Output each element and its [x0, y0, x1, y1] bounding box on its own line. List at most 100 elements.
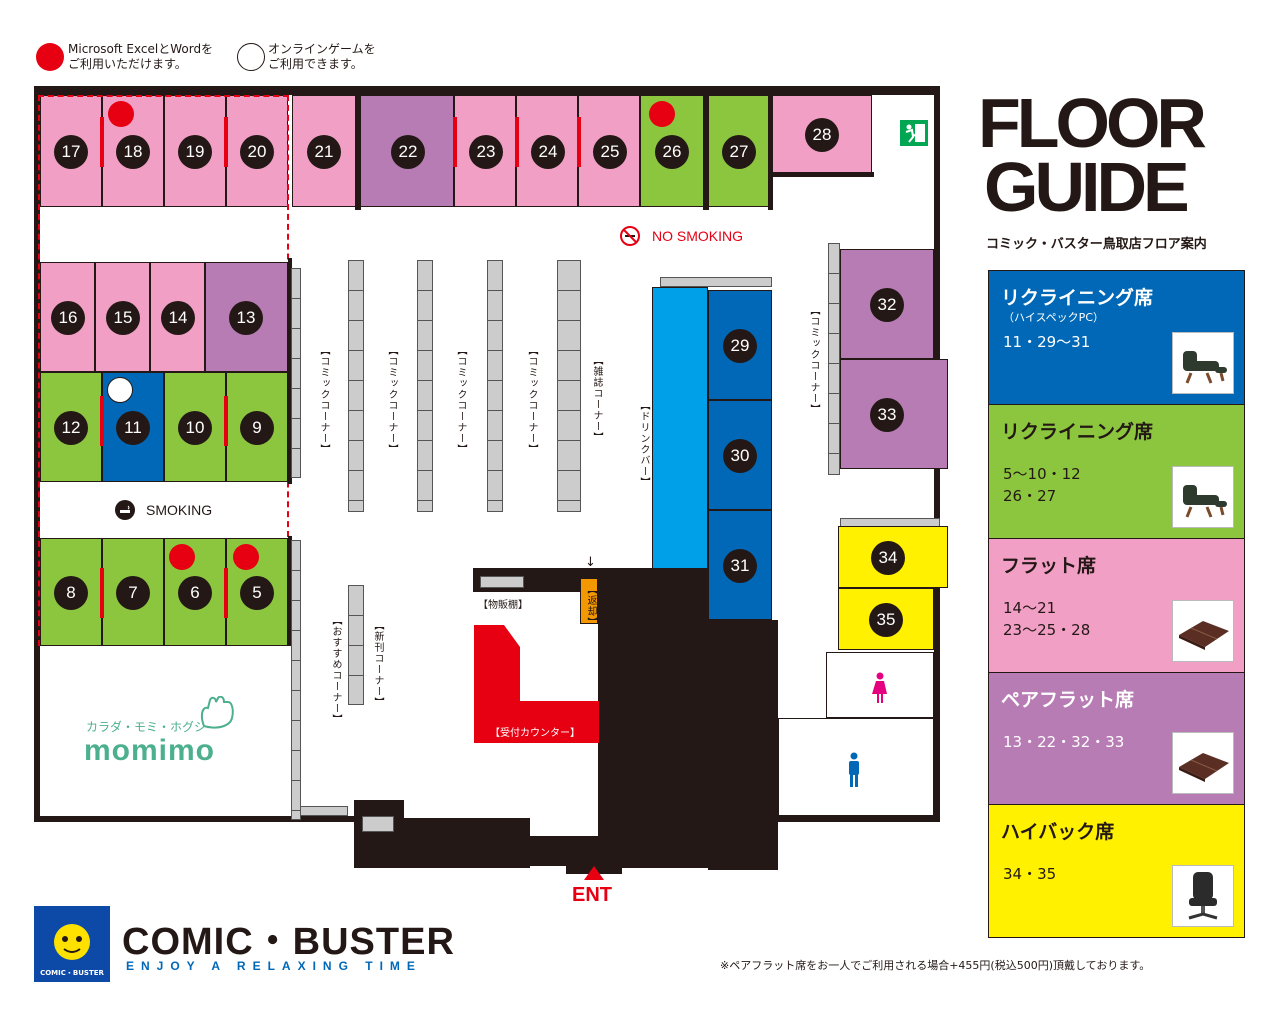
room-19[interactable]: 19 — [164, 95, 226, 207]
room-30[interactable]: 30 — [708, 400, 772, 510]
recommend-shelf — [348, 585, 364, 705]
room-15-number: 15 — [106, 301, 140, 335]
room-13-number: 13 — [229, 301, 263, 335]
room-20-number: 20 — [240, 135, 274, 169]
room-24[interactable]: 24 — [516, 95, 578, 207]
outer-wall-left — [34, 86, 40, 822]
office-pc-dot-18 — [108, 101, 134, 127]
return-box[interactable] — [580, 578, 598, 624]
room-27[interactable]: 27 — [708, 95, 770, 207]
shelf-left-wall-2 — [291, 540, 301, 820]
comic-corner-label-2: 【コミックコーナー】 — [386, 345, 397, 455]
wall-26-27 — [703, 95, 709, 210]
room-10[interactable]: 10 — [164, 372, 226, 482]
room-18-number: 18 — [116, 135, 150, 169]
brand-logo-text: COMIC・BUSTER — [40, 969, 104, 977]
room-31-number: 31 — [723, 549, 757, 583]
legend-white-dot — [237, 43, 265, 71]
legend-red-text: Microsoft ExcelとWordを ご利用いただけます。 — [68, 42, 213, 72]
recliner-chair-icon — [1172, 466, 1234, 528]
rental-shelf — [300, 806, 348, 816]
room-15[interactable]: 15 — [95, 262, 150, 372]
room-31[interactable]: 31 — [708, 510, 772, 620]
brand-name: COMIC・BUSTER — [122, 921, 455, 963]
outer-wall-top — [34, 86, 940, 95]
office-pc-dot-6 — [169, 544, 195, 570]
pair-divider-19-20 — [224, 117, 228, 167]
room-30-number: 30 — [723, 439, 757, 473]
room-17[interactable]: 17 — [40, 95, 102, 207]
room-9[interactable]: 9 — [226, 372, 288, 482]
womens-toilet-icon — [872, 672, 888, 708]
room-29[interactable]: 29 — [708, 290, 772, 400]
comic-corner-label-4: 【コミックコーナー】 — [526, 345, 537, 455]
room-25[interactable]: 25 — [578, 95, 640, 207]
room-16[interactable]: 16 — [40, 262, 95, 372]
room-13[interactable]: 13 — [205, 262, 288, 372]
reception-label: 【受付カウンター】 — [490, 728, 580, 739]
comic-corner-label-3: 【コミックコーナー】 — [455, 345, 466, 455]
drink-bar-label: 【ドリンクバー】 — [638, 400, 649, 488]
smoking-icon — [115, 500, 135, 520]
room-22-number: 22 — [391, 135, 425, 169]
entrance-arrow-icon — [584, 866, 604, 880]
room-22[interactable]: 22 — [360, 95, 454, 207]
guide-title-guide: GUIDE — [984, 148, 1190, 226]
recommend-corner-label: 【おすすめコーナー】 — [330, 615, 341, 725]
guide-title-floor: FLOOR — [978, 84, 1207, 162]
room-8[interactable]: 8 — [40, 538, 102, 646]
pair-divider-6-5 — [224, 568, 228, 618]
pair-divider-22-23 — [453, 117, 457, 167]
room-23-number: 23 — [469, 135, 503, 169]
room-33[interactable]: 33 — [840, 359, 948, 469]
room-21[interactable]: 21 — [292, 95, 356, 207]
room-7[interactable]: 7 — [102, 538, 164, 646]
momimo-logo: momimo — [84, 734, 216, 767]
room-25-number: 25 — [593, 135, 627, 169]
drink-bar[interactable] — [652, 287, 708, 580]
momimo-hand-icon — [198, 695, 238, 734]
flat-mat-icon — [1172, 732, 1234, 794]
room-12[interactable]: 12 — [40, 372, 102, 482]
pair-flat-note: ※ペアフラット席をお一人でご利用される場合+455円(税込500円)頂戴しており… — [720, 959, 1151, 972]
room-14-number: 14 — [161, 301, 195, 335]
return-label: 【返却】 — [585, 584, 596, 628]
pair-divider-23-24 — [515, 117, 519, 167]
room-21-number: 21 — [307, 135, 341, 169]
room-34[interactable]: 34 — [838, 526, 948, 588]
seat-type-numbers-line-1: 5～10・12 — [1003, 465, 1081, 483]
pair-divider-24-25 — [577, 117, 581, 167]
drink-bar-top-counter — [660, 277, 772, 287]
room-9-number: 9 — [240, 411, 274, 445]
room-11-number: 11 — [116, 411, 150, 445]
room-27-number: 27 — [722, 135, 756, 169]
mens-toilet-icon — [846, 752, 862, 792]
room-28[interactable]: 28 — [772, 95, 872, 173]
seat-type-numbers: 34・35 — [1003, 865, 1057, 883]
room-32[interactable]: 32 — [840, 249, 934, 359]
room-24-number: 24 — [531, 135, 565, 169]
comic-shelf-right — [828, 243, 840, 475]
high-back-chair-icon — [1172, 865, 1234, 927]
pair-divider-8-7 — [100, 568, 104, 618]
goods-shelf — [480, 576, 524, 588]
seat-type-numbers: 11・29～31 — [1003, 333, 1091, 351]
wall-left-block — [288, 258, 292, 484]
flat-mat-icon — [1172, 600, 1234, 662]
room-26-number: 26 — [655, 135, 689, 169]
legend-white-line-2: ご利用できます。 — [268, 57, 363, 71]
rental-shelf-label: 【貸出棚】 — [351, 804, 401, 815]
room-14[interactable]: 14 — [150, 262, 205, 372]
legend-white-text: オンラインゲームを ご利用できます。 — [268, 42, 376, 72]
reception-counter[interactable] — [474, 625, 599, 743]
room-23[interactable]: 23 — [454, 95, 516, 207]
room-17-number: 17 — [54, 135, 88, 169]
seat-type-numbers-line-2: 23～25・28 — [1003, 621, 1091, 639]
room-35[interactable]: 35 — [838, 588, 934, 650]
emergency-exit-icon — [900, 120, 928, 146]
seat-type-numbers: 13・22・32・33 — [1003, 733, 1125, 751]
wall-lower-mid — [354, 800, 404, 820]
room-12-number: 12 — [54, 411, 88, 445]
wall-21-22 — [355, 95, 361, 210]
office-pc-dot-5 — [233, 544, 259, 570]
